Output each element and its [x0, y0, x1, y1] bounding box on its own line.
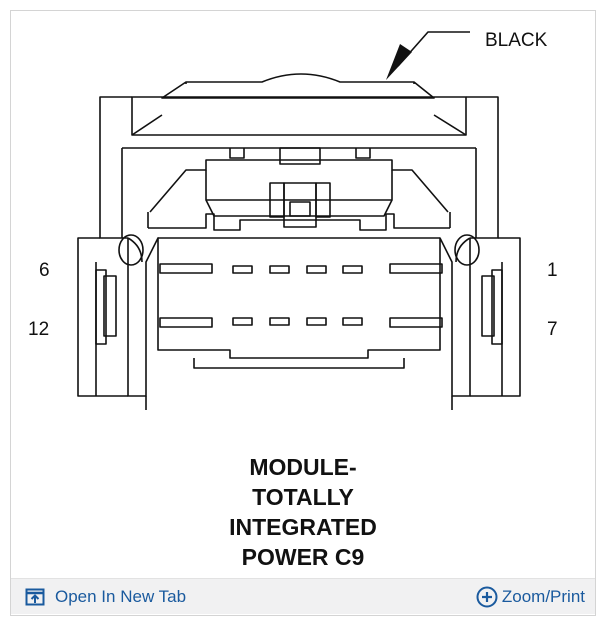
- cavity-1: [389, 263, 443, 274]
- zoom-plus-icon: [476, 586, 498, 608]
- pin-label-7: 7: [547, 319, 558, 340]
- connector-top-cap: [161, 73, 435, 99]
- cavity-12: [159, 317, 213, 328]
- cavity-7: [389, 317, 443, 328]
- connector-title: MODULE- TOTALLY INTEGRATED POWER C9: [10, 452, 596, 572]
- open-new-tab-button[interactable]: Open In New Tab: [25, 579, 186, 615]
- cavity-9: [306, 317, 327, 326]
- color-leader-arrow: [386, 44, 412, 80]
- cavity-5: [232, 265, 253, 274]
- title-line-4: POWER C9: [241, 544, 365, 570]
- pin-label-12: 12: [28, 319, 50, 340]
- cavity-6: [159, 263, 213, 274]
- cavity-10: [269, 317, 290, 326]
- connector-body: [127, 237, 471, 397]
- connector-diagram: [77, 31, 521, 410]
- color-label: BLACK: [485, 30, 548, 51]
- connector-top-band: [131, 96, 467, 136]
- cavity-2: [342, 265, 363, 274]
- title-line-3: INTEGRATED: [229, 514, 377, 540]
- image-toolbar: Open In New Tab Zoom/Print: [11, 578, 595, 614]
- title-line-2: TOTALLY: [252, 484, 354, 510]
- cavity-3: [306, 265, 327, 274]
- color-leader-line: [397, 31, 470, 67]
- open-new-tab-icon: [25, 588, 45, 606]
- open-new-tab-label: Open In New Tab: [55, 587, 187, 606]
- cavity-8: [342, 317, 363, 326]
- zoom-print-label: Zoom/Print: [501, 587, 585, 606]
- zoom-print-button[interactable]: Zoom/Print: [476, 579, 585, 615]
- cavity-11: [232, 317, 253, 326]
- title-line-1: MODULE-: [249, 454, 357, 480]
- pin-label-6: 6: [39, 260, 50, 281]
- pin-label-1: 1: [547, 260, 558, 281]
- cavity-4: [269, 265, 290, 274]
